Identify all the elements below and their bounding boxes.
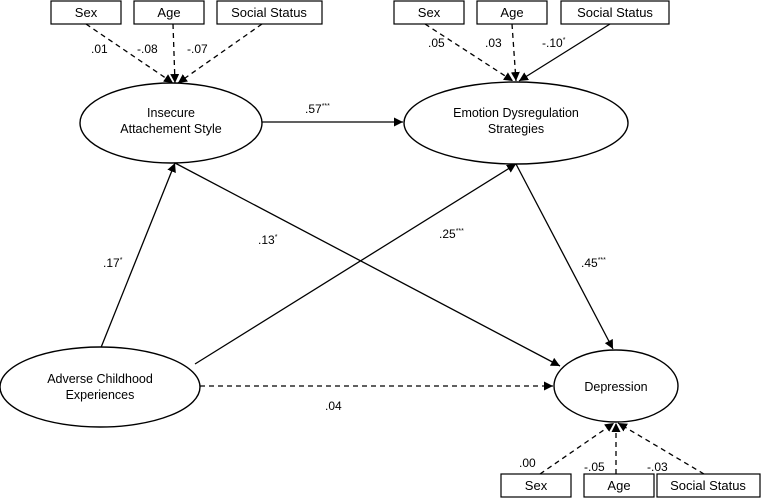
node-depression: Depression (553, 349, 679, 423)
arrow-sex-to-depression (539, 422, 615, 475)
coef-insecure-sex: .01 (91, 42, 108, 56)
coef-depression-sex: .00 (519, 456, 536, 470)
arrow-age-to-insecure (170, 23, 180, 84)
covariate-box-depression-sex: Sex (500, 473, 572, 498)
coef-insecure-social: -.07 (187, 42, 208, 56)
node-insecure-attachment: Insecure Attachement Style (79, 82, 263, 164)
covariate-box-insecure-sex: Sex (50, 0, 122, 25)
node-label-line2: Attachement Style (120, 122, 221, 136)
coef-emotion-to-depression: .45*** (581, 256, 606, 270)
covariate-box-emotion-age: Age (476, 0, 548, 25)
node-emotion-dysregulation: Emotion Dysregulation Strategies (403, 81, 629, 165)
arrow-social-status-to-insecure (177, 23, 263, 84)
arrow-age-to-emotion (510, 23, 520, 82)
coef-insecure-to-depression: .13* (258, 233, 278, 247)
covariate-label: Social Status (670, 478, 746, 493)
arrow-social-status-to-depression (617, 422, 705, 475)
node-adverse-childhood: Adverse Childhood Experiences (0, 346, 201, 428)
covariate-label: Age (157, 5, 180, 20)
coef-adverse-to-depression: .04 (325, 399, 342, 413)
coef-emotion-age: .03 (485, 36, 502, 50)
arrow-social-status-to-emotion (518, 23, 611, 82)
coef-depression-social: -.03 (647, 460, 668, 474)
arrow-sex-to-emotion (424, 23, 514, 82)
covariate-box-insecure-social-status: Social Status (216, 0, 323, 25)
arrow-insecure-to-depression (174, 162, 561, 367)
coef-adverse-to-emotion: .25*** (439, 227, 464, 241)
coef-emotion-sex: .05 (428, 36, 445, 50)
covariate-box-emotion-social-status: Social Status (560, 0, 670, 25)
coef-emotion-social: -.10* (542, 36, 566, 50)
arrow-adverse-to-emotion (194, 163, 517, 365)
coef-adverse-to-insecure: .17* (103, 256, 123, 270)
node-label-line2: Experiences (66, 388, 135, 402)
covariate-box-insecure-age: Age (133, 0, 205, 25)
covariate-box-emotion-sex: Sex (393, 0, 465, 25)
node-label: Depression (584, 380, 647, 394)
coef-depression-age: -.05 (584, 460, 605, 474)
covariate-label: Sex (418, 5, 441, 20)
covariate-label: Social Status (231, 5, 307, 20)
node-label-line1: Emotion Dysregulation (453, 106, 579, 120)
node-label-line2: Strategies (488, 122, 544, 136)
covariate-box-depression-social-status: Social Status (656, 473, 761, 498)
covariate-label: Age (500, 5, 523, 20)
covariate-label: Age (607, 478, 630, 493)
node-label-line1: Insecure (147, 106, 195, 120)
arrow-emotion-to-depression (515, 163, 614, 350)
covariate-box-depression-age: Age (583, 473, 655, 498)
covariate-label: Sex (525, 478, 548, 493)
covariate-label: Social Status (577, 5, 653, 20)
arrow-adverse-to-insecure (99, 162, 176, 351)
coef-insecure-age: -.08 (137, 42, 158, 56)
coef-insecure-to-emotion: .57*** (305, 102, 330, 116)
covariate-label: Sex (75, 5, 98, 20)
node-label-line1: Adverse Childhood (47, 372, 153, 386)
